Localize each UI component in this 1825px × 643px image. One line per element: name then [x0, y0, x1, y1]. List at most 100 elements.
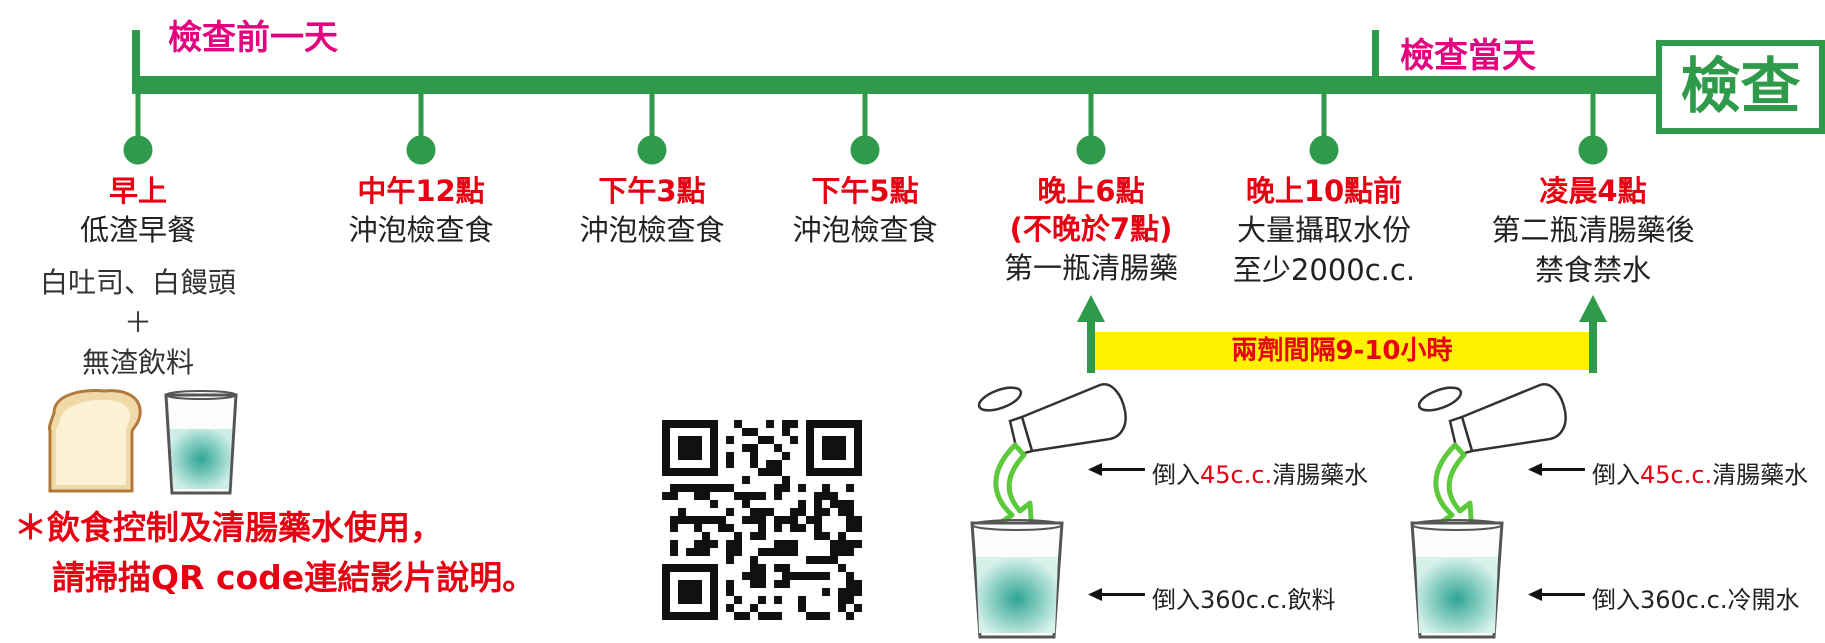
qr-module [822, 588, 830, 596]
qr-module [686, 444, 694, 452]
qr-module [726, 580, 734, 588]
day-before-tick [132, 30, 140, 86]
qr-module [718, 516, 726, 524]
qr-module [822, 420, 830, 428]
qr-module [726, 452, 734, 460]
qr-module [750, 452, 758, 460]
qr-module [758, 580, 766, 588]
qr-module [782, 452, 790, 460]
qr-module [734, 420, 742, 428]
qr-module [662, 492, 670, 500]
qr-module [822, 572, 830, 580]
qr-module [854, 468, 862, 476]
second-dose-illustration [1410, 383, 1567, 639]
qr-module [814, 420, 822, 428]
annot-suffix: 清腸藥水 [1712, 461, 1809, 489]
glass-icon [970, 519, 1064, 639]
qr-module [670, 484, 678, 492]
milestone-time: 晚上10點前 [1245, 174, 1403, 208]
qr-module [702, 564, 710, 572]
qr-module [750, 428, 758, 436]
qr-module [806, 612, 814, 620]
qr-module [838, 548, 846, 556]
qr-module [806, 556, 814, 564]
qr-module [662, 564, 670, 572]
breakfast-item: 白吐司、白饅頭 [39, 266, 237, 299]
qr-module [814, 508, 822, 516]
breakfast-illustration [48, 389, 238, 495]
qr-module [838, 532, 846, 540]
qr-module [662, 612, 670, 620]
qr-module [854, 540, 862, 548]
first-dose-illustration [970, 383, 1127, 639]
qr-module [726, 460, 734, 468]
qr-module [694, 492, 702, 500]
bread-icon [48, 389, 142, 493]
qr-module [734, 540, 742, 548]
milestone-desc: 沖泡檢查食 [348, 213, 494, 247]
qr-module [814, 572, 822, 580]
qr-module [686, 596, 694, 604]
milestone-noon: 中午12點 沖泡檢查食 [348, 172, 493, 250]
qr-module [798, 484, 806, 492]
qr-module [806, 428, 814, 436]
milestone-desc: 第二瓶清腸藥後 [1491, 213, 1695, 247]
qr-module [814, 492, 822, 500]
qr-module [822, 436, 830, 444]
qr-module [686, 612, 694, 620]
qr-module [782, 516, 790, 524]
qr-module [846, 516, 854, 524]
qr-module [846, 572, 854, 580]
qr-module [798, 596, 806, 604]
qr-module [694, 484, 702, 492]
qr-module [670, 516, 678, 524]
qr-module [702, 516, 710, 524]
qr-module [846, 508, 854, 516]
qr-module [750, 564, 758, 572]
interval-band: 兩劑間隔9-10小時 [1095, 332, 1589, 370]
qr-module [830, 452, 838, 460]
qr-module [710, 500, 718, 508]
milestone-time: 下午3點 [598, 174, 706, 208]
qr-module [782, 476, 790, 484]
qr-module [758, 508, 766, 516]
qr-module [710, 564, 718, 572]
qr-module [814, 556, 822, 564]
qr-module [814, 524, 822, 532]
qr-module [694, 436, 702, 444]
qr-module [686, 420, 694, 428]
up-arrow-icon [1077, 295, 1105, 373]
qr-module [798, 524, 806, 532]
qr-module [702, 484, 710, 492]
qr-module [670, 420, 678, 428]
qr-module [678, 596, 686, 604]
second-fill-annotation: 倒入360c.c.冷開水 [1592, 580, 1799, 615]
bottle-icon [977, 383, 1127, 457]
qr-module [662, 588, 670, 596]
qr-module [710, 540, 718, 548]
qr-module [758, 492, 766, 500]
qr-module [670, 468, 678, 476]
qr-module [774, 524, 782, 532]
qr-module [766, 508, 774, 516]
annot-suffix: 冷開水 [1727, 586, 1800, 614]
qr-module [702, 492, 710, 500]
qr-module [758, 436, 766, 444]
qr-module [774, 516, 782, 524]
qr-module [686, 452, 694, 460]
qr-module [822, 444, 830, 452]
qr-module [726, 540, 734, 548]
milestone-desc: 沖泡檢查食 [792, 213, 938, 247]
qr-module [670, 564, 678, 572]
qr-code[interactable] [662, 420, 862, 620]
timeline-bar [132, 76, 1672, 94]
milestone-4am: 凌晨4點 第二瓶清腸藥後 禁食禁水 [1491, 172, 1694, 290]
qr-module [854, 516, 862, 524]
qr-module [798, 604, 806, 612]
qr-module [798, 572, 806, 580]
qr-module [758, 516, 766, 524]
qr-module [790, 524, 798, 532]
qr-module [726, 588, 734, 596]
qr-module [854, 580, 862, 588]
qr-module [830, 492, 838, 500]
